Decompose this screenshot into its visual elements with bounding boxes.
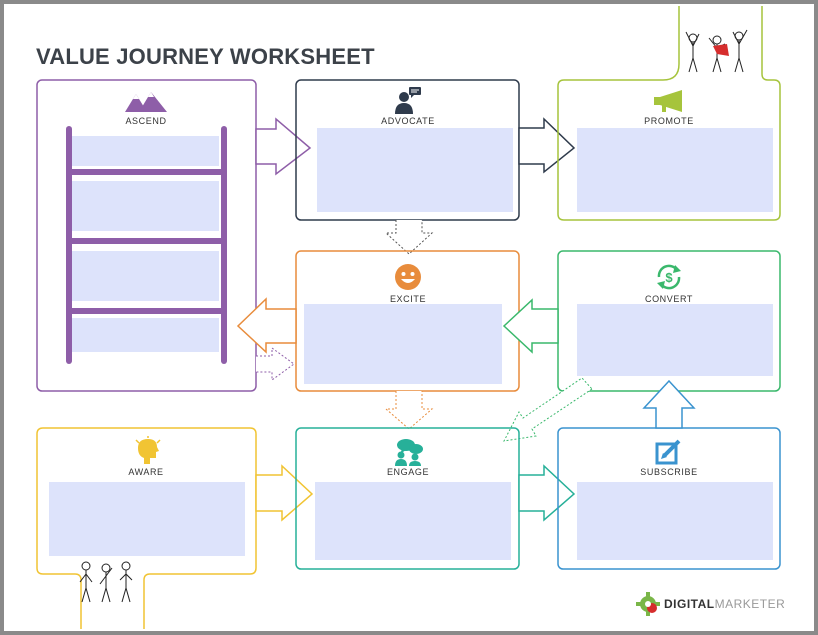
aware-box <box>36 427 257 629</box>
stage-label-aware: AWARE <box>128 467 164 477</box>
convert-field[interactable] <box>577 304 773 376</box>
stage-label-convert: CONVERT <box>644 294 694 304</box>
dollar-cycle-icon: $ <box>657 264 681 290</box>
ascend-box <box>36 79 257 392</box>
engage-field[interactable] <box>315 482 511 560</box>
arrow-aware-engage <box>255 464 314 522</box>
stage-label-excite: EXCITE <box>389 294 427 304</box>
edit-form-icon <box>655 439 681 465</box>
advocate-field[interactable] <box>317 128 513 212</box>
worksheet-page: VALUE JOURNEY WORKSHEET ASCEND ADVOCATE … <box>4 4 814 631</box>
aware-field[interactable] <box>49 482 245 556</box>
arrow-excite-engage <box>384 391 434 430</box>
ladder-icon <box>66 126 227 364</box>
stage-label-subscribe: SUBSCRIBE <box>640 467 698 477</box>
lightbulb-head-icon <box>135 436 161 464</box>
stage-label-advocate: ADVOCATE <box>381 116 435 126</box>
ascend-field-3[interactable] <box>72 251 219 301</box>
digitalmarketer-logo: DIGITALMARKETER <box>636 590 785 618</box>
arrow-excite-ascend <box>236 297 297 354</box>
person-speech-icon <box>395 87 421 114</box>
stage-label-engage: ENGAGE <box>386 467 430 477</box>
logo-text-digital: DIGITAL <box>664 597 715 611</box>
celebrating-people-icon <box>685 29 748 73</box>
excite-field[interactable] <box>304 304 502 384</box>
smiley-icon <box>395 264 421 290</box>
chat-people-icon <box>395 439 423 466</box>
ascend-field-4[interactable] <box>72 318 219 352</box>
ascend-field-1[interactable] <box>72 136 219 166</box>
promote-box <box>557 6 781 221</box>
subscribe-field[interactable] <box>577 482 773 560</box>
flow-diagram <box>36 6 781 629</box>
stage-label-ascend: ASCEND <box>125 116 167 126</box>
arrow-advocate-excite <box>384 220 434 255</box>
gear-icon <box>636 592 660 616</box>
arrow-subscribe-convert <box>642 379 696 429</box>
arrow-engage-subscribe <box>518 464 576 522</box>
megaphone-icon <box>654 90 682 112</box>
stage-label-promote: PROMOTE <box>644 116 694 126</box>
logo-text-marketer: MARKETER <box>714 597 786 611</box>
arrow-ascend-advocate <box>255 117 312 176</box>
arrow-ascend-excite-dotted <box>256 347 295 381</box>
arrow-subscribe-engage-dotted <box>503 377 593 442</box>
mountains-icon <box>125 92 167 112</box>
page-title: VALUE JOURNEY WORKSHEET <box>36 44 375 69</box>
arrow-convert-excite <box>502 298 559 354</box>
promote-field[interactable] <box>577 128 773 212</box>
ascend-field-2[interactable] <box>72 181 219 231</box>
curious-people-icon <box>79 561 133 603</box>
svg-text:$: $ <box>665 270 673 285</box>
arrow-advocate-promote <box>518 117 576 174</box>
